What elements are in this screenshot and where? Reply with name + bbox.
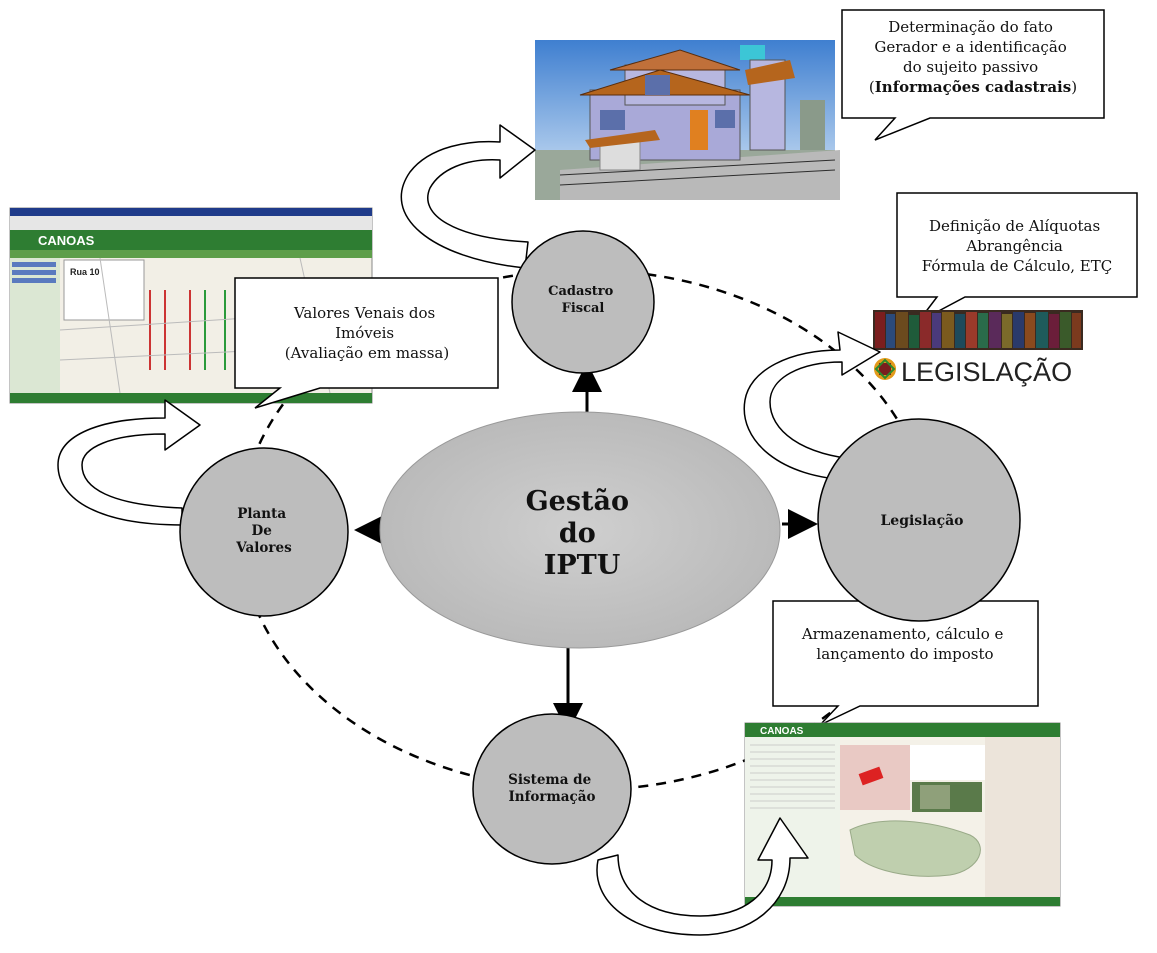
- callout-sistema-line1: Armazenamento, cálculo e: [801, 625, 1004, 643]
- callout-legislacao-line2: Abrangência: [965, 237, 1063, 255]
- callout-cadastro-line3: do sujeito passivo: [903, 58, 1038, 76]
- node-cadastro: Cadastro Fiscal: [511, 230, 655, 374]
- callout-planta: Valores Venais dos Imóveis (Avaliação em…: [234, 277, 499, 409]
- house-image: [535, 40, 840, 200]
- node-legislacao: Legislação: [817, 418, 1021, 622]
- callout-legislacao-line3: Fórmula de Cálculo, ETÇ: [922, 257, 1113, 275]
- node-planta-line1: Planta: [237, 506, 286, 522]
- node-sistema: Sistema de Informação: [472, 713, 632, 865]
- callout-legislacao-line1: Definição de Alíquotas: [929, 217, 1100, 235]
- callout-sistema-line2: lançamento do imposto: [816, 645, 993, 663]
- svg-text:Sistema de Informação: Sistema de Informação: [508, 772, 596, 805]
- legislacao-logo-text: LEGISLAÇÃO: [901, 356, 1072, 387]
- planta-curved-arrow: [57, 399, 201, 526]
- svg-text:Planta De Valores: Planta De Valores: [235, 506, 292, 556]
- node-sistema-line1: Sistema de: [508, 772, 591, 788]
- node-cadastro-line2: Fiscal: [562, 301, 605, 316]
- sistema-canoas-brand: CANOAS: [760, 726, 804, 737]
- sistema-curved-arrow: [596, 817, 809, 936]
- center-line3: IPTU: [544, 550, 621, 581]
- node-legislacao-label: Legislação: [880, 512, 963, 529]
- svg-text:Gestão do IPTU: Gestão do IPTU: [526, 486, 639, 581]
- planta-canoas-brand: CANOAS: [38, 233, 95, 248]
- svg-text:Armazenamento, cálculo e: Armazenamento, cálculo e lançamento do i…: [801, 625, 1008, 663]
- svg-text:Valores Venais dos Imóve: Valores Venais dos Imóveis (Avaliação em…: [285, 304, 449, 362]
- callout-planta-line1: Valores Venais dos: [293, 304, 435, 322]
- callout-planta-line2: Imóveis: [335, 324, 394, 342]
- cadastro-curved-arrow: [400, 124, 536, 269]
- callout-legislacao: Definição de Alíquotas Abrangência Fórmu…: [896, 192, 1138, 323]
- node-sistema-line2: Informação: [508, 789, 595, 805]
- callout-planta-line3: (Avaliação em massa): [285, 344, 449, 362]
- books-image: [873, 310, 1083, 350]
- node-planta-line3: Valores: [235, 540, 292, 556]
- svg-text:Determinação do fato Ger: Determinação do fato Gerador e a identif…: [869, 18, 1077, 96]
- svg-text:Definição de Alíquotas A: Definição de Alíquotas Abrangência Fórmu…: [922, 217, 1113, 275]
- planta-map-title: Rua 10: [70, 267, 100, 277]
- svg-text:Cadastro Fiscal: Cadastro Fiscal: [548, 284, 618, 316]
- center-gestao-iptu: Gestão do IPTU: [379, 411, 781, 649]
- callout-cadastro-paren-close: ): [1071, 78, 1077, 96]
- node-planta: Planta De Valores: [179, 447, 349, 617]
- callout-cadastro-line2: Gerador e a identificação: [874, 38, 1066, 56]
- callout-cadastro-paren-open: (: [869, 78, 875, 96]
- legislacao-emblem-icon: [874, 358, 896, 380]
- node-planta-line2: De: [252, 523, 272, 539]
- center-line2: do: [559, 518, 596, 549]
- callout-sistema: Armazenamento, cálculo e lançamento do i…: [772, 600, 1039, 726]
- callout-cadastro-line1: Determinação do fato: [888, 18, 1053, 36]
- callout-cadastro-bold: Informações cadastrais: [875, 78, 1071, 96]
- node-cadastro-line1: Cadastro: [548, 284, 613, 299]
- center-line1: Gestão: [526, 486, 629, 517]
- legislacao-logo: LEGISLAÇÃO: [874, 356, 1072, 387]
- legislacao-curved-arrow: [743, 331, 881, 481]
- callout-cadastro: Determinação do fato Gerador e a identif…: [841, 9, 1105, 141]
- sistema-screenshot: CANOAS: [744, 722, 1061, 907]
